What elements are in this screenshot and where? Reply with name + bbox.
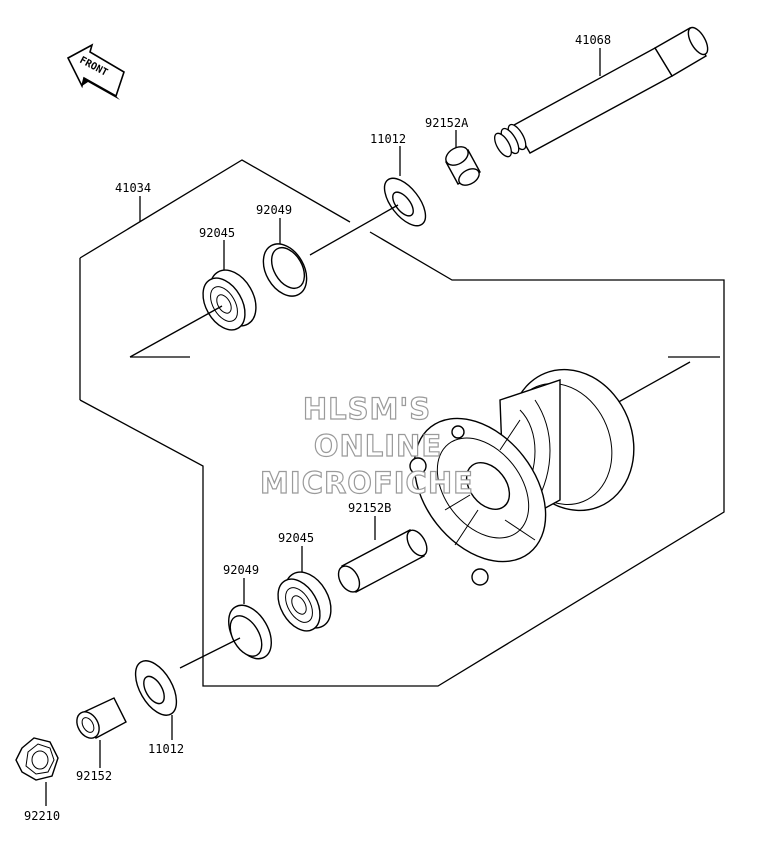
collar-92152 <box>76 697 127 768</box>
watermark-line-2: ONLINE <box>314 429 442 463</box>
label-92152: 92152 <box>76 769 112 783</box>
label-11012-lower: 11012 <box>148 742 184 756</box>
watermark: HLSM'S ONLINE MICROFICHE <box>259 391 474 500</box>
axle-41068 <box>494 26 709 158</box>
bearing-92045-lower <box>277 546 332 632</box>
label-92049-upper: 92049 <box>256 203 292 217</box>
oil-seal-92049-upper <box>262 218 308 297</box>
wheel-hub <box>409 356 720 586</box>
label-41034: 41034 <box>115 181 151 195</box>
label-92152B: 92152B <box>348 501 391 515</box>
nut-92210 <box>15 737 59 806</box>
front-arrow-icon: FRONT <box>66 43 125 100</box>
watermark-line-3: MICROFICHE <box>260 466 474 500</box>
label-92045-lower: 92045 <box>278 531 314 545</box>
label-92045-upper: 92045 <box>199 226 235 240</box>
label-11012-upper: 11012 <box>370 132 406 146</box>
part-labels: 41068 92152A 11012 41034 92049 92045 921… <box>24 33 611 823</box>
seal-11012-lower <box>134 660 178 740</box>
watermark-line-1: HLSM'S <box>303 392 431 426</box>
label-41068: 41068 <box>575 33 611 47</box>
label-92210: 92210 <box>24 809 60 823</box>
spacer-92152B <box>337 516 428 593</box>
oil-seal-92049-lower <box>179 578 272 669</box>
label-92152A: 92152A <box>425 116 469 130</box>
collar-92152A <box>445 130 481 186</box>
hub-assembly-outline <box>79 159 725 687</box>
seal-11012-upper <box>309 146 427 256</box>
bearing-92045-upper <box>129 240 257 358</box>
label-92049-lower: 92049 <box>223 563 259 577</box>
